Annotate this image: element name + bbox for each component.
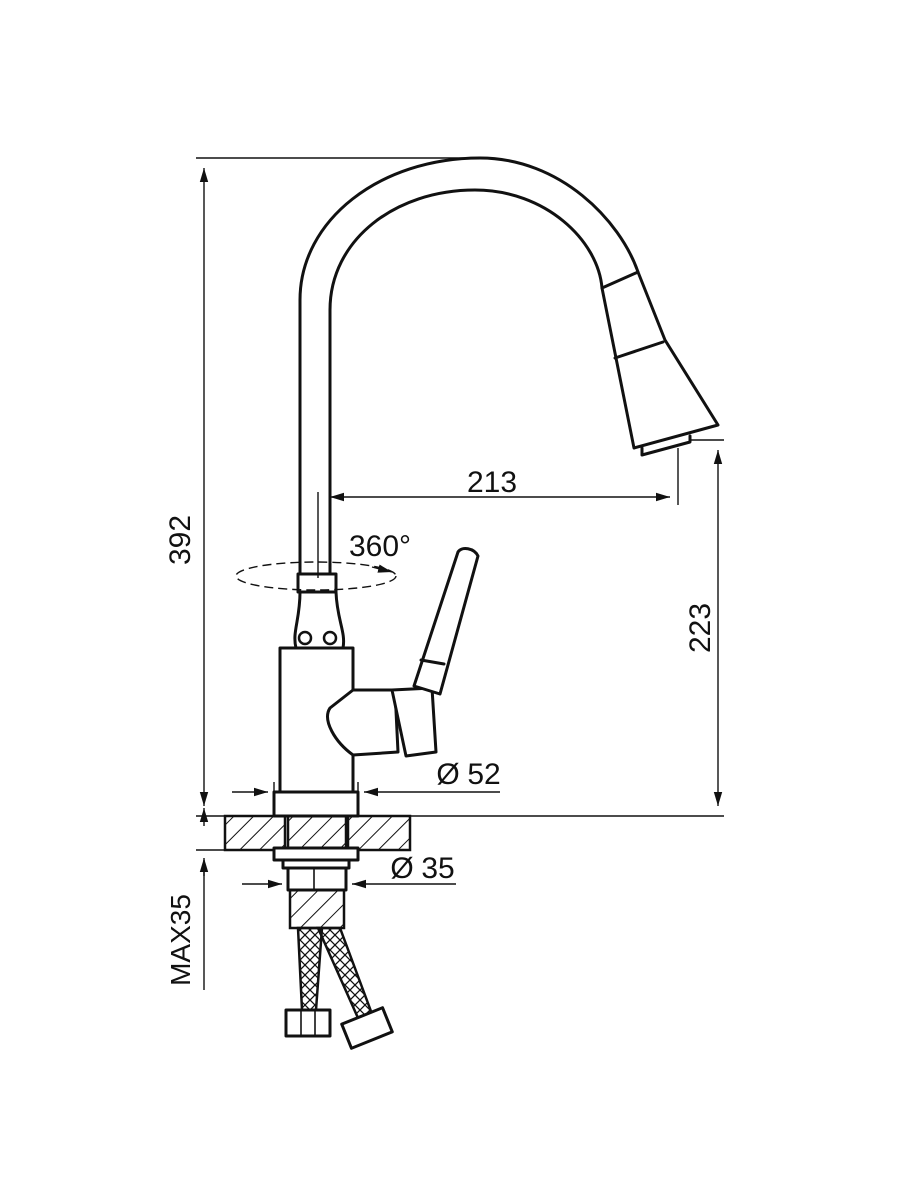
lever-handle-band <box>419 658 446 666</box>
swivel-collar <box>296 572 338 594</box>
neck-detail-right <box>322 630 338 646</box>
lever-handle <box>412 547 480 696</box>
spray-head-bottom <box>640 434 692 457</box>
faucet-outline <box>278 156 720 795</box>
spout-gooseneck <box>298 156 640 580</box>
supply-hose-left <box>296 926 324 1012</box>
deck-plate-right <box>346 814 412 852</box>
dimension-spout-reach: 213 <box>317 448 679 578</box>
deck-plate-center <box>286 814 348 852</box>
mounting-nut <box>272 846 360 862</box>
neck-detail-left <box>297 630 313 646</box>
mounting-assembly <box>223 790 412 1050</box>
cartridge-housing <box>326 688 400 757</box>
dimension-mount-diameter-label: 35 <box>421 852 454 885</box>
supply-hose-right <box>316 926 374 1020</box>
diameter-symbol: Ø <box>390 852 413 885</box>
dimension-mount-diameter: Ø 35 <box>242 852 456 889</box>
dimension-rotation: 360° <box>235 530 411 591</box>
hose-nut-left <box>284 1008 332 1038</box>
deck-plate-left <box>223 814 287 852</box>
mounting-shank <box>286 866 348 892</box>
dimension-base-diameter: Ø 52 <box>232 758 501 806</box>
diameter-symbol: Ø <box>436 758 459 791</box>
dimension-spout-height: 223 <box>410 439 724 817</box>
dimension-spout-height-label: 223 <box>684 603 717 653</box>
dimension-total-height-label: 392 <box>164 515 197 565</box>
base-flange <box>272 790 360 818</box>
mounting-stud <box>288 888 346 930</box>
hose-nut-right <box>340 1006 394 1050</box>
dimension-total-height: 392 <box>164 157 480 817</box>
dimension-max-deck: MAX35 <box>165 808 225 990</box>
dimension-base-diameter-label: 52 <box>467 758 500 791</box>
dimension-spout-reach-label: 213 <box>467 466 517 499</box>
dimension-max-deck-label: MAX35 <box>165 894 196 986</box>
dimension-rotation-label: 360° <box>349 530 411 563</box>
spray-head-band <box>613 340 665 360</box>
spray-head <box>600 270 720 450</box>
